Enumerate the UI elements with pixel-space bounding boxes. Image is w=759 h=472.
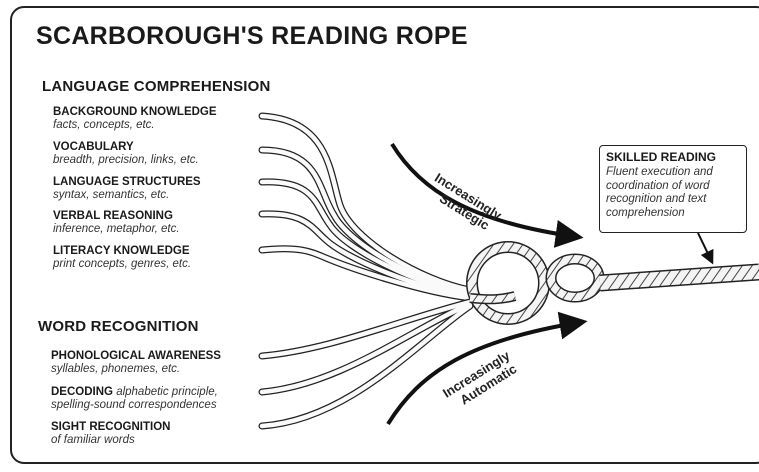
skilled-reading-title: SKILLED READING	[606, 150, 740, 164]
skilled-reading-description: Fluent execution and coordination of wor…	[606, 166, 740, 220]
braided-rope	[470, 247, 759, 319]
language-comprehension-strands	[262, 116, 470, 298]
skilled-reading-box: SKILLED READING Fluent execution and coo…	[599, 145, 747, 233]
skilled-reading-pointer	[698, 233, 712, 262]
word-recognition-strands	[262, 302, 470, 426]
